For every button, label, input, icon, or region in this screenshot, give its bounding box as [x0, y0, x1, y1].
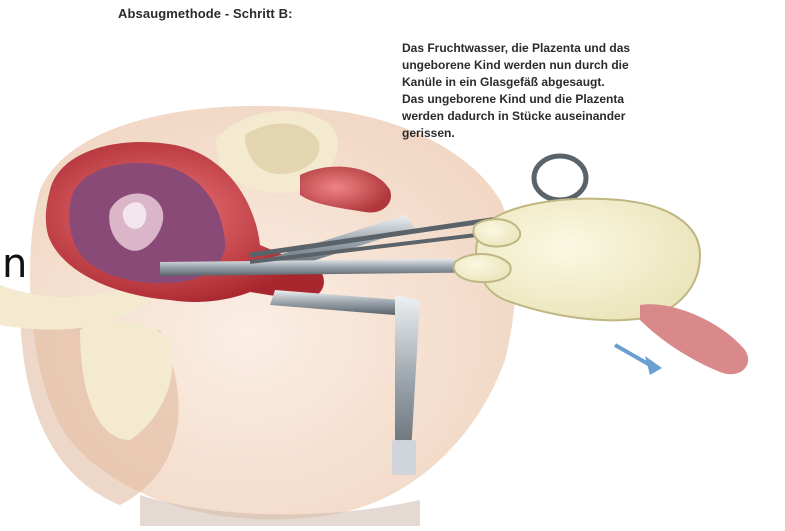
glove-finger [454, 254, 511, 282]
figure-title: Absaugmethode - Schritt B: [118, 6, 293, 21]
caption-line: Das Fruchtwasser, die Plazenta und das [402, 40, 782, 57]
caption-line: Kanüle in ein Glasgefäß abgesaugt. [402, 74, 782, 91]
glove-thumb [473, 219, 520, 246]
forceps-ring-handle [534, 156, 586, 200]
speculum-handle-grip [392, 440, 416, 475]
caption-line: gerissen. [402, 125, 782, 142]
caption-line: Das ungeborene Kind und die Plazenta [402, 91, 782, 108]
arrow-down-right-icon [615, 345, 662, 375]
caption-line: ungeborene Kind werden nun durch die [402, 57, 782, 74]
forearm [640, 304, 748, 374]
caption-line: werden dadurch in Stücke auseinander [402, 108, 782, 125]
figure-caption: Das Fruchtwasser, die Plazenta und das u… [402, 40, 782, 142]
gloved-hand [476, 199, 700, 321]
edge-text-fragment: n [2, 244, 27, 284]
